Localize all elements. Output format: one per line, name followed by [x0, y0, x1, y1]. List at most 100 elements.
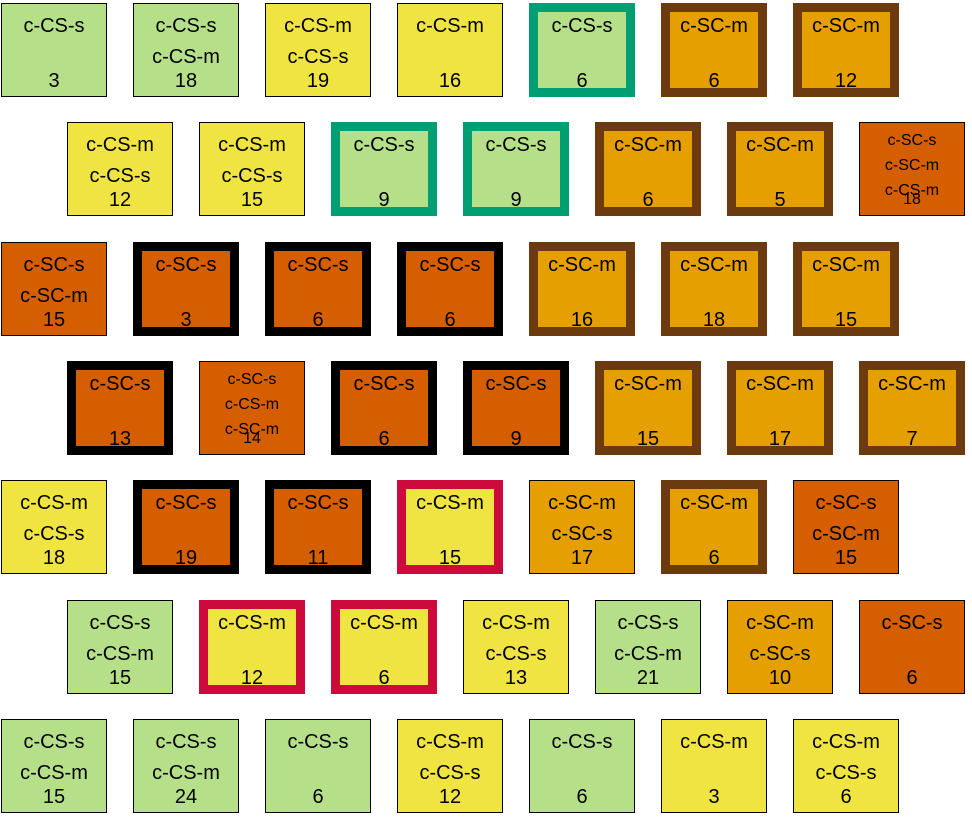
- tile-count: 18: [174, 70, 198, 92]
- tile-count: 19: [306, 70, 330, 92]
- tile-count: 18: [702, 309, 726, 331]
- tile-label: c-CS-m: [416, 731, 484, 753]
- tile-label: c-CS-m: [224, 396, 280, 413]
- tile-label: c-CS-m: [20, 762, 88, 784]
- tile-count: 14: [243, 430, 261, 447]
- tile-label: c-CS-m: [86, 643, 154, 665]
- tile-label: c-CS-s: [353, 134, 415, 156]
- tile-label: c-SC-m: [548, 492, 616, 514]
- tile-count: 9: [510, 428, 522, 450]
- tile-count: 3: [48, 70, 60, 92]
- tile-count: 6: [906, 667, 918, 689]
- tile-count: 15: [834, 547, 858, 569]
- tile-label: c-CS-s: [287, 731, 349, 753]
- tile-label: c-SC-m: [812, 523, 880, 545]
- tile: c-SC-m 15: [793, 242, 899, 336]
- tile-label: c-SC-s: [155, 254, 217, 276]
- tile: c-SC-s 6: [265, 242, 371, 336]
- tile-count: 15: [834, 309, 858, 331]
- tile-label: c-SC-m: [812, 254, 880, 276]
- tile-label: c-CS-m: [680, 731, 748, 753]
- tile-label: c-SC-s: [815, 492, 877, 514]
- tile-label: c-CS-m: [152, 762, 220, 784]
- tile-label: c-SC-m: [614, 373, 682, 395]
- tile-label: c-CS-m: [884, 182, 940, 199]
- tile-label: c-SC-s: [887, 132, 937, 149]
- tile-label: c-SC-m: [878, 373, 946, 395]
- tile-count: 6: [840, 786, 852, 808]
- tile-label: c-CS-m: [482, 612, 550, 634]
- tile-label: c-CS-m: [416, 492, 484, 514]
- tile-count: 3: [180, 309, 192, 331]
- tile-label: c-CS-s: [155, 731, 217, 753]
- tile-count: 9: [510, 189, 522, 211]
- tile-count: 16: [570, 309, 594, 331]
- tile-label: c-SC-s: [749, 643, 811, 665]
- tile-label: c-SC-m: [548, 254, 616, 276]
- tile-label: c-CS-m: [416, 15, 484, 37]
- tile-count: 6: [576, 70, 588, 92]
- tile-label: c-CS-s: [221, 165, 283, 187]
- tile-label: c-CS-m: [218, 612, 286, 634]
- tile-label: c-CS-s: [155, 15, 217, 37]
- tile-count: 6: [312, 786, 324, 808]
- tile-label: c-SC-s: [419, 254, 481, 276]
- tile-label: c-SC-m: [680, 15, 748, 37]
- tile-count: 7: [906, 428, 918, 450]
- tile-count: 17: [768, 428, 792, 450]
- tile-count: 6: [378, 428, 390, 450]
- tile-count: 24: [174, 786, 198, 808]
- tile-count: 17: [570, 547, 594, 569]
- tile-count: 6: [444, 309, 456, 331]
- tile-label: c-SC-s: [287, 254, 349, 276]
- tile-label: c-CS-s: [485, 134, 547, 156]
- tile-label: c-SC-s: [287, 492, 349, 514]
- tile-count: 6: [312, 309, 324, 331]
- tile-label: c-CS-s: [551, 731, 613, 753]
- tile-count: 15: [108, 667, 132, 689]
- tile-label: c-SC-s: [155, 492, 217, 514]
- tile: c-SC-s 6: [397, 242, 503, 336]
- tile-label: c-CS-m: [218, 134, 286, 156]
- tile-label: c-CS-m: [20, 492, 88, 514]
- tile-label: c-SC-s: [23, 254, 85, 276]
- tile-count: 6: [708, 70, 720, 92]
- tile: c-CS-m 16: [397, 3, 503, 97]
- tile-label: c-CS-s: [287, 46, 349, 68]
- tile-label: c-SC-m: [680, 254, 748, 276]
- tile-count: 12: [108, 189, 132, 211]
- tile-label: c-CS-s: [89, 612, 151, 634]
- tile-count: 21: [636, 667, 660, 689]
- tile-label: c-CS-s: [815, 762, 877, 784]
- tile-count: 12: [438, 786, 462, 808]
- tile-label: c-CS-m: [812, 731, 880, 753]
- tile-count: 16: [438, 70, 462, 92]
- tile-label: c-CS-m: [152, 46, 220, 68]
- tile: c-CS-m 3: [661, 719, 767, 813]
- tile: c-SC-m 16: [529, 242, 635, 336]
- tile-label: c-SC-s: [551, 523, 613, 545]
- tile-count: 3: [708, 786, 720, 808]
